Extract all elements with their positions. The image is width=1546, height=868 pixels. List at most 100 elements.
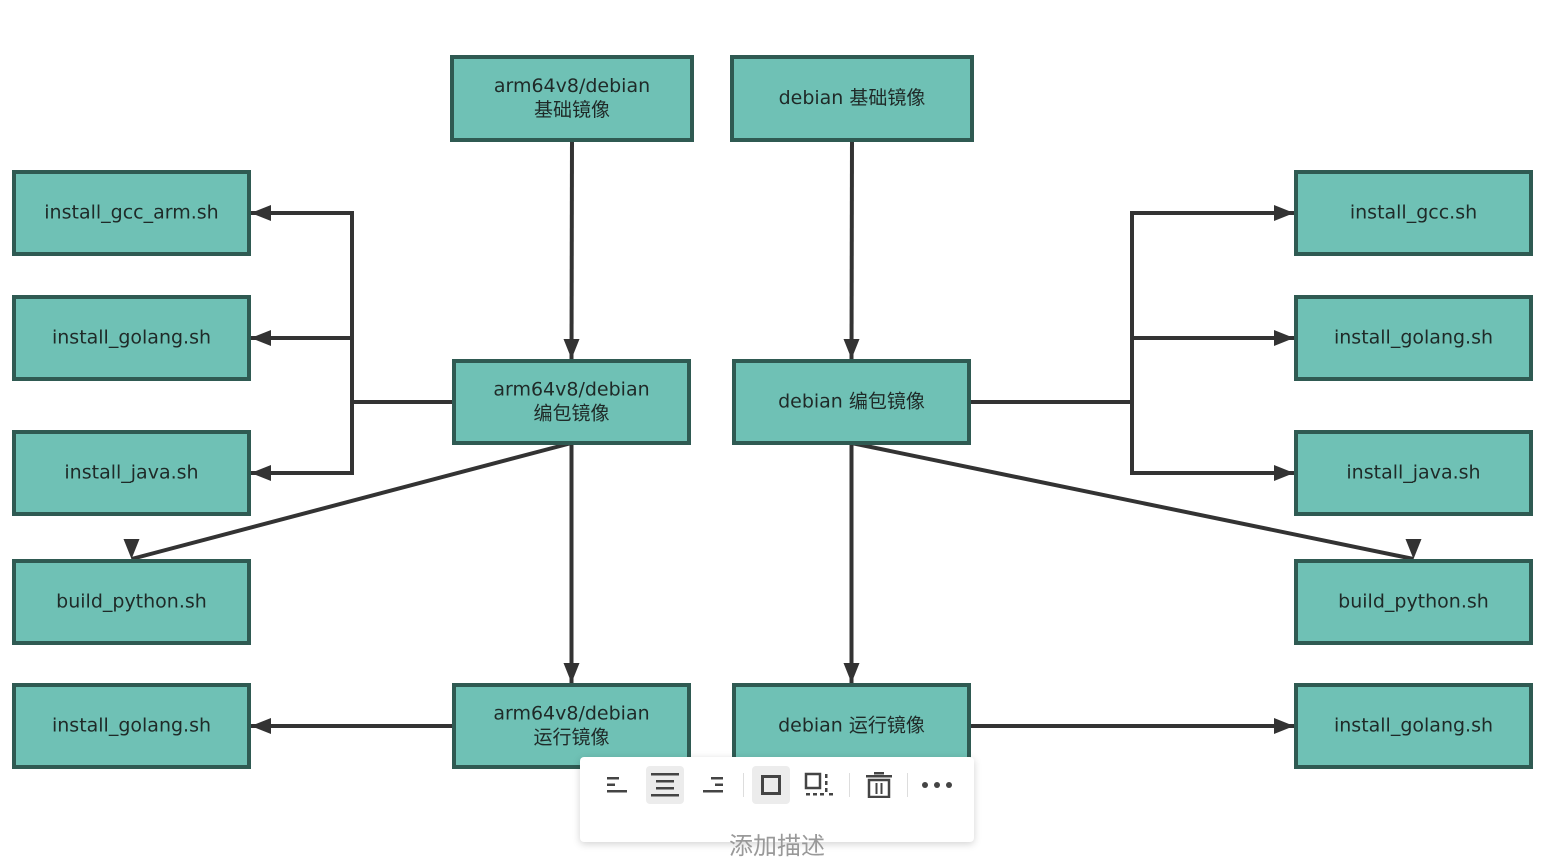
align-center-button[interactable] [646, 766, 684, 804]
more-button[interactable] [918, 766, 956, 804]
edge-arm_base-to-arm_build [563, 139, 580, 360]
image-size-button[interactable] [800, 766, 838, 804]
arrowhead [843, 339, 860, 359]
edge-deb_build-to-r_python [851, 441, 1422, 561]
node-box [730, 55, 974, 142]
node-label: install_golang.sh [1334, 715, 1493, 737]
edge-arm_build-to-l_python [123, 441, 573, 561]
connector-line [969, 336, 1294, 404]
connector-line [251, 336, 454, 404]
align-center-icon [651, 773, 679, 797]
toolbar-divider [907, 773, 908, 797]
edge-arm_build-to-arm_run [563, 443, 580, 683]
connector-line [969, 400, 1294, 475]
toolbar-divider [743, 773, 744, 797]
connector-line [130, 441, 573, 561]
node-box [732, 683, 971, 769]
caption-input[interactable]: 添加描述 [580, 826, 974, 866]
node-box [12, 430, 251, 516]
node-box [452, 359, 691, 445]
node-box [12, 559, 251, 645]
arrowhead [563, 663, 580, 683]
node-deb_base: debian 基础镜像 [730, 55, 974, 142]
frame-border-button[interactable] [752, 766, 790, 804]
node-label: install_golang.sh [52, 715, 211, 737]
connector-line [849, 139, 854, 360]
connector-line [251, 400, 454, 475]
arrowhead [1274, 718, 1294, 734]
node-deb_build: debian 编包镜像 [732, 359, 971, 445]
connector-line [851, 441, 1414, 561]
connector-line [569, 139, 574, 360]
node-r_run_golang: install_golang.sh [1294, 683, 1533, 769]
node-l_gcc_arm: install_gcc_arm.sh [12, 170, 251, 256]
arrowhead [1274, 465, 1294, 481]
image-toolbar [580, 757, 974, 842]
node-box [1294, 683, 1533, 769]
node-label: install_golang.sh [52, 327, 211, 349]
node-box [12, 683, 251, 769]
node-label: install_java.sh [1346, 462, 1480, 484]
edge-deb_build-to-r_golang [969, 330, 1294, 404]
node-box [1294, 295, 1533, 381]
arrowhead [1274, 330, 1294, 346]
node-l_run_golang: install_golang.sh [12, 683, 251, 769]
node-deb_run: debian 运行镜像 [732, 683, 971, 769]
arrowhead [563, 339, 580, 359]
node-label: arm64v8/debian [493, 703, 649, 725]
caption-text: 添加描述 [729, 832, 825, 860]
edge-deb_run-to-r_run_golang [969, 718, 1294, 734]
arrowhead [1405, 539, 1422, 559]
arrowhead [123, 539, 140, 559]
delete-button[interactable] [860, 766, 898, 804]
node-label: install_java.sh [64, 462, 198, 484]
node-label: arm64v8/debian [493, 379, 649, 401]
image-size-icon [804, 772, 833, 796]
node-label: debian 运行镜像 [778, 715, 925, 737]
node-label: debian 基础镜像 [779, 87, 926, 109]
node-box [1294, 559, 1533, 645]
toolbar-divider [849, 773, 850, 797]
node-box [12, 170, 251, 256]
align-left-button[interactable] [598, 766, 636, 804]
arrowhead [251, 718, 271, 734]
node-label: 编包镜像 [533, 403, 609, 425]
arrowhead [251, 465, 271, 481]
node-r_python: build_python.sh [1294, 559, 1533, 645]
node-l_java: install_java.sh [12, 430, 251, 516]
arrowhead [251, 205, 271, 221]
node-label: install_gcc_arm.sh [44, 202, 218, 224]
node-label: build_python.sh [1338, 591, 1489, 613]
node-label: install_golang.sh [1334, 327, 1493, 349]
node-box [1294, 170, 1533, 256]
arrowhead [1274, 205, 1294, 221]
edge-deb_build-to-deb_run [843, 443, 860, 683]
edges-layer [123, 139, 1422, 734]
node-l_golang: install_golang.sh [12, 295, 251, 381]
node-box [450, 55, 694, 142]
node-label: 运行镜像 [533, 727, 609, 749]
arrowhead [843, 663, 860, 683]
node-r_gcc: install_gcc.sh [1294, 170, 1533, 256]
node-box [452, 683, 691, 769]
delete-icon [866, 772, 892, 798]
node-r_golang: install_golang.sh [1294, 295, 1533, 381]
arrowhead [251, 330, 271, 346]
align-right-button[interactable] [694, 766, 732, 804]
node-box [732, 359, 971, 445]
node-label: install_gcc.sh [1350, 202, 1477, 224]
node-label: 基础镜像 [534, 99, 610, 121]
edge-arm_run-to-l_run_golang [251, 718, 454, 734]
node-label: build_python.sh [56, 591, 207, 613]
align-right-icon [703, 777, 723, 793]
node-label: debian 编包镜像 [778, 391, 925, 413]
node-l_python: build_python.sh [12, 559, 251, 645]
more-icon [922, 782, 952, 788]
edge-arm_build-to-l_java [251, 400, 454, 481]
node-r_java: install_java.sh [1294, 430, 1533, 516]
edge-deb_base-to-deb_build [843, 139, 860, 360]
